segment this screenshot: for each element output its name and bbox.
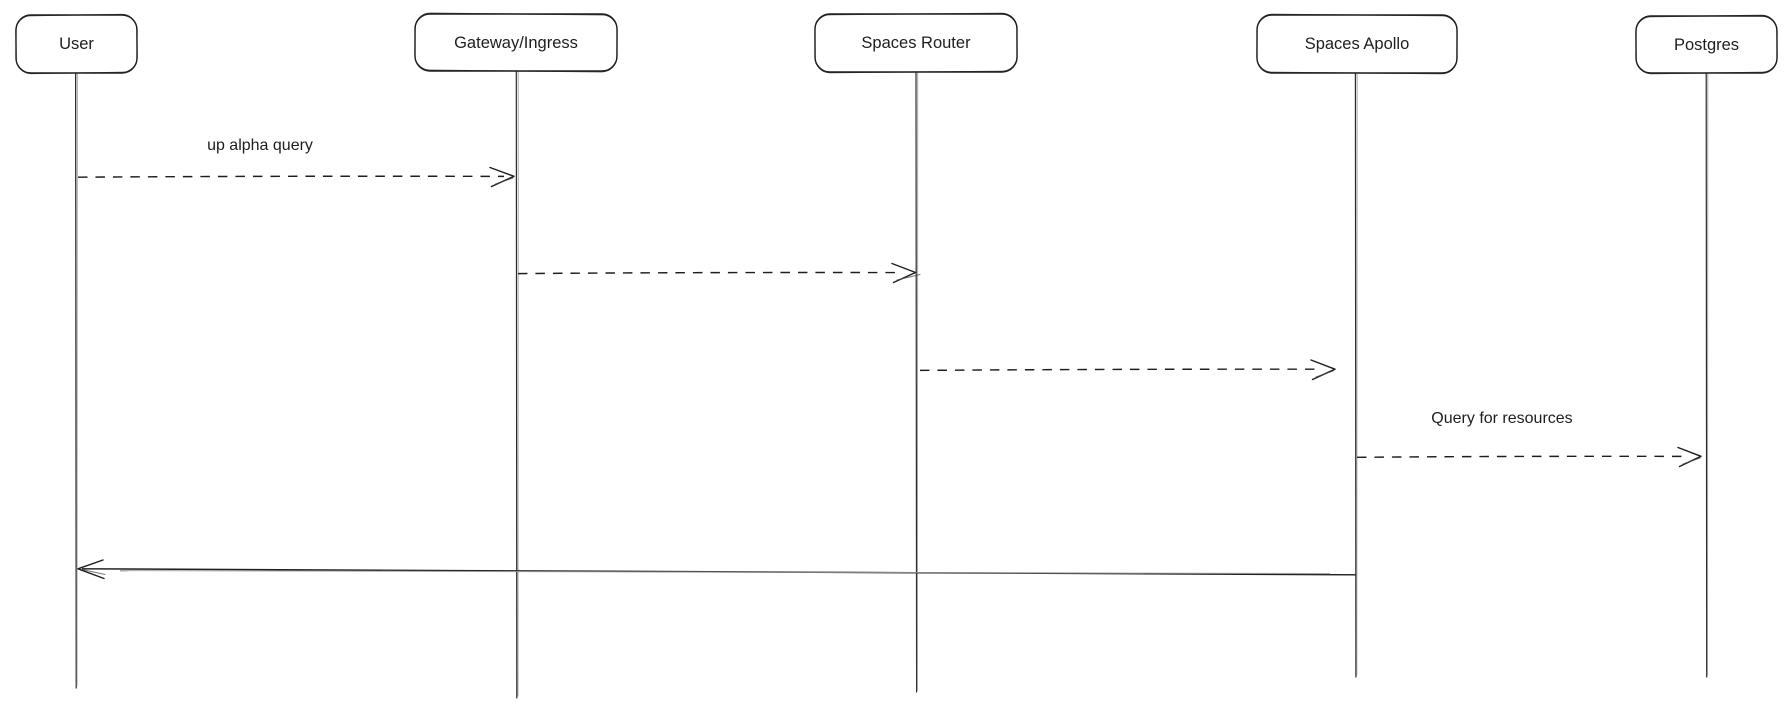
actor-postgres-lifeline[interactable] [1705,72,1709,678]
arrowhead-sketch [495,177,514,185]
actor-box-sketch [15,13,138,75]
actor-gateway-ingress-box[interactable] [414,12,618,73]
lifeline-stroke[interactable] [1354,72,1357,678]
message-line[interactable] [919,368,1323,372]
actor-user-label[interactable]: User [59,35,94,53]
actor-spaces-router-box[interactable] [814,12,1018,74]
arrowhead-sketch [1682,457,1701,465]
message-line[interactable] [1356,455,1689,459]
message-line[interactable] [77,175,505,178]
actor-postgres-label[interactable]: Postgres [1674,36,1739,54]
arrowhead-right-icon [1310,359,1336,381]
actor-user-lifeline[interactable] [74,72,78,689]
actor-spaces-apollo-box[interactable] [1256,13,1458,75]
arrowhead-sketch [81,569,106,575]
actor-spaces-apollo-label[interactable]: Spaces Apollo [1305,35,1410,53]
actor-postgres[interactable]: Postgres [1635,14,1778,75]
lifeline-stroke[interactable] [515,70,518,699]
message-up-alpha-query[interactable]: up alpha query [77,137,515,188]
actor-spaces-router[interactable]: Spaces Router [814,12,1018,74]
message-line[interactable] [517,271,903,275]
message-label[interactable]: up alpha query [207,137,313,154]
actor-spaces-apollo-lifeline[interactable] [1354,72,1358,678]
arrowhead-left-icon [77,559,105,580]
message-line-sketch [119,570,1331,575]
actor-postgres-box[interactable] [1635,14,1778,75]
actor-gateway-ingress-label[interactable]: Gateway/Ingress [454,34,578,52]
actor-gateway-ingress-lifeline[interactable] [515,70,519,699]
lifeline-stroke[interactable] [1705,72,1708,678]
message-label[interactable]: Query for resources [1431,410,1572,427]
arrowhead-sketch [1315,370,1334,378]
arrowhead-right-icon [891,262,917,284]
message-router-to-apollo[interactable] [919,359,1336,381]
lifeline-stroke[interactable] [74,72,77,689]
actor-spaces-router-lifeline[interactable] [915,71,919,693]
message-apollo-to-user-return[interactable] [77,559,1357,580]
actor-box-sketch [414,12,618,73]
actor-gateway-ingress[interactable]: Gateway/Ingress [414,12,618,73]
actor-box-sketch [814,12,1018,74]
actor-box-sketch [1635,14,1778,75]
lifeline-stroke[interactable] [915,71,918,693]
message-query-for-resources[interactable]: Query for resources [1356,410,1702,468]
actor-user[interactable]: User [15,13,138,75]
actor-spaces-router-label[interactable]: Spaces Router [861,34,971,52]
actor-box-sketch [1256,13,1458,75]
actor-user-box[interactable] [15,13,138,75]
arrowhead-right-icon [1677,446,1702,468]
arrowhead-sketch [896,274,921,281]
message-gateway-to-router[interactable] [517,262,921,284]
actor-spaces-apollo[interactable]: Spaces Apollo [1256,13,1458,75]
